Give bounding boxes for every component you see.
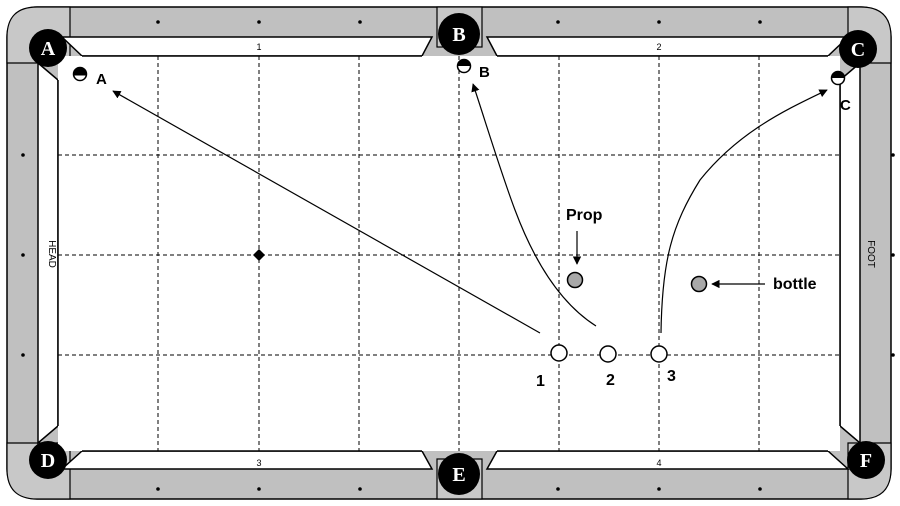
pocket-e-icon (438, 453, 480, 495)
target-label-b: B (479, 64, 490, 81)
shot-path-b (471, 83, 597, 327)
shot-path-c (660, 89, 828, 334)
pocket-b: B (438, 13, 480, 55)
target-ball-b (456, 58, 472, 74)
target-label-c: C (840, 97, 851, 114)
pocket-a: A (29, 29, 67, 67)
target-ball-c (830, 70, 846, 86)
pocket-d: D (29, 441, 67, 479)
bottle-label: bottle (773, 276, 817, 293)
cue-position-1-icon (550, 344, 568, 362)
head-spot-icon (253, 249, 265, 261)
bottle-icon (690, 275, 708, 293)
diamond-number-2: 2 (656, 42, 661, 52)
pocket-c-label: C (851, 39, 865, 61)
pocket-b-icon (438, 13, 480, 55)
cue-position-2-icon (599, 345, 617, 363)
pocket-f-label: F (860, 450, 872, 472)
playing-surface (58, 56, 840, 451)
cue-position-1-label: 1 (536, 373, 545, 390)
pocket-e-label: E (452, 464, 465, 486)
rail-diamonds (21, 20, 895, 491)
cue-position-3-label: 3 (667, 368, 676, 385)
diamond-number-4: 4 (656, 458, 661, 468)
target-ball-a (72, 66, 88, 82)
pocket-d-label: D (41, 450, 55, 472)
cushions (37, 36, 861, 470)
cue-position-3-icon (650, 345, 668, 363)
prop-ball-icon (566, 271, 584, 289)
pocket-e: E (438, 453, 480, 495)
target-label-a: A (96, 71, 107, 88)
grid-lines (58, 56, 840, 451)
foot-label: FOOT (865, 240, 876, 268)
pocket-c-icon (839, 30, 877, 68)
diamond-number-1: 1 (256, 42, 261, 52)
diamond-number-3: 3 (256, 458, 261, 468)
pocket-d-icon (29, 441, 67, 479)
cue-position-2-label: 2 (606, 372, 615, 389)
pocket-a-icon (29, 29, 67, 67)
pocket-a-label: A (41, 38, 56, 60)
shot-path-a (112, 90, 541, 334)
head-label: HEAD (46, 240, 57, 268)
shot-paths (112, 83, 828, 334)
pocket-c: C (839, 30, 877, 68)
pocket-f: F (847, 441, 885, 479)
pocket-b-label: B (452, 24, 465, 46)
pocket-f-icon (847, 441, 885, 479)
prop-label: Prop (566, 207, 603, 224)
